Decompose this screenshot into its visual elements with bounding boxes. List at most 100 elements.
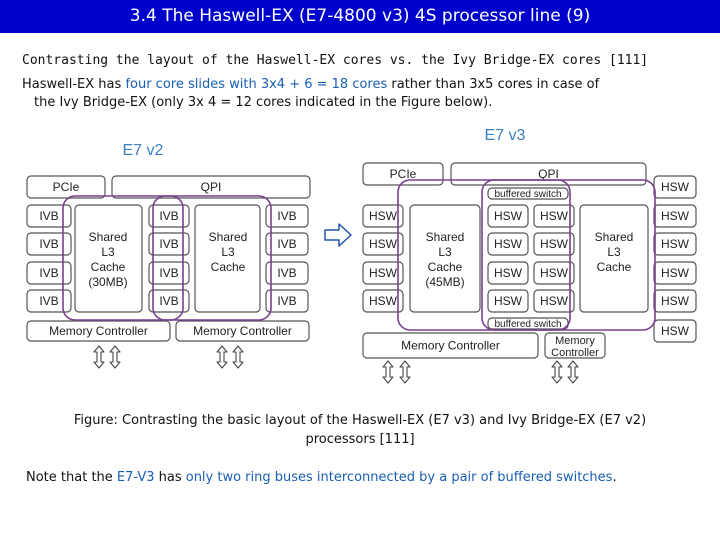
- caption-line: processors [111]: [305, 432, 415, 447]
- left-l3-cache-box: [74, 204, 143, 313]
- left-l3-label: Cache: [211, 260, 246, 274]
- left-ivb-core-label: IVB: [39, 294, 58, 308]
- right-hsw-core: [487, 289, 529, 313]
- right-l3-cache-box: [409, 204, 481, 313]
- right-memctrl-label: Memory: [555, 335, 595, 347]
- left-memory-arrow-icon: [216, 345, 228, 369]
- right-hsw-core-label: HSW: [369, 209, 398, 223]
- right-l3-label: Cache: [597, 260, 632, 274]
- right-hsw-core-label: HSW: [494, 209, 523, 223]
- left-ivb-core-label: IVB: [159, 294, 178, 308]
- left-ivb-core: [148, 261, 190, 285]
- e7v3-title: E7 v3: [485, 127, 526, 144]
- right-l3-cache-box-2: [579, 204, 649, 313]
- left-ivb-core: [148, 232, 190, 256]
- left-memory-controller: [26, 320, 171, 342]
- left-qpi-box-label: QPI: [201, 180, 222, 194]
- left-ivb-core: [265, 261, 309, 285]
- left-ivb-core: [265, 232, 309, 256]
- slide-title: 3.4 The Haswell-EX (E7-4800 v3) 4S proce…: [0, 0, 720, 33]
- right-hsw-core: [653, 261, 697, 285]
- right-pcie-box-label: PCIe: [390, 167, 417, 181]
- left-memory-controller-label: Memory Controller: [49, 324, 148, 338]
- left-l3-label: Shared: [89, 230, 128, 244]
- left-pcie-box-label: PCIe: [53, 180, 80, 194]
- left-ivb-core-label: IVB: [277, 209, 296, 223]
- left-l3-label: Shared: [209, 230, 248, 244]
- left-ivb-core: [26, 232, 72, 256]
- right-qpi-box-label: QPI: [538, 167, 559, 181]
- left-ivb-core-label: IVB: [39, 209, 58, 223]
- right-hsw-core-label: HSW: [540, 266, 569, 280]
- note-paragraph: Note that the E7-V3 has only two ring bu…: [26, 470, 617, 485]
- desc-part: the Ivy Bridge-EX (only 3x 4 = 12 cores …: [34, 95, 493, 110]
- right-l3-label: L3: [438, 245, 452, 259]
- right-hsw-core-label: HSW: [369, 294, 398, 308]
- left-ivb-core: [265, 289, 309, 313]
- right-hsw-core-label: HSW: [494, 237, 523, 251]
- right-hsw-core: [533, 289, 575, 313]
- left-ivb-core: [148, 289, 190, 313]
- left-ivb-core-label: IVB: [277, 266, 296, 280]
- desc-highlight: four core slides with 3x4 + 6 = 18 cores: [125, 77, 388, 92]
- right-ring-bus: [397, 179, 571, 331]
- right-hsw-core-label: HSW: [369, 266, 398, 280]
- right-l3-label: Shared: [426, 230, 465, 244]
- right-l3-label: Cache: [428, 260, 463, 274]
- right-hsw-core: [487, 261, 529, 285]
- left-memory-arrow-icon: [109, 345, 121, 369]
- right-hsw-core-label: HSW: [494, 266, 523, 280]
- note-part: has: [154, 470, 186, 485]
- right-l3-label: Shared: [595, 230, 634, 244]
- right-hsw-core-label: HSW: [540, 237, 569, 251]
- right-hsw-core-label: HSW: [661, 266, 690, 280]
- desc-part: rather than 3x5 cores in case of: [387, 77, 600, 92]
- left-ivb-core-label: IVB: [277, 294, 296, 308]
- description-paragraph: Haswell-EX has four core slides with 3x4…: [22, 76, 702, 112]
- right-hsw-core-label: HSW: [661, 209, 690, 223]
- note-highlight: E7-V3: [116, 470, 155, 485]
- left-qpi-box: [111, 175, 311, 199]
- left-ivb-core-label: IVB: [159, 209, 178, 223]
- right-hsw-core: [533, 261, 575, 285]
- left-l3-cache-box-2: [194, 204, 261, 313]
- right-memory-arrow-icon: [382, 360, 394, 384]
- right-hsw-core: [362, 232, 404, 256]
- right-hsw-core-label: HSW: [369, 237, 398, 251]
- note-part: Note that the: [26, 470, 117, 485]
- caption-line: Figure: Contrasting the basic layout of …: [73, 413, 647, 428]
- left-ivb-core: [26, 261, 72, 285]
- right-hsw-core: [487, 232, 529, 256]
- right-hsw-core-label: HSW: [661, 180, 690, 194]
- right-hsw-core: [362, 204, 404, 228]
- right-hsw-core-label: HSW: [540, 294, 569, 308]
- right-hsw-core: [533, 232, 575, 256]
- right-memory-arrow-icon: [399, 360, 411, 384]
- right-hsw-core: [533, 204, 575, 228]
- note-highlight: only two ring buses interconnected by a …: [185, 470, 613, 485]
- right-hsw-core-label: HSW: [494, 294, 523, 308]
- left-ivb-core: [26, 289, 72, 313]
- right-memctrl-label: Controller: [551, 347, 599, 359]
- left-memory-arrow-icon: [93, 345, 105, 369]
- right-hsw-core: [653, 319, 697, 343]
- left-ring-bus: [152, 195, 272, 321]
- right-hsw-core-label: HSW: [540, 209, 569, 223]
- left-l3-size-label: (30MB): [88, 275, 127, 289]
- right-hsw-core: [653, 232, 697, 256]
- desc-part: Haswell-EX has: [22, 77, 126, 92]
- left-ivb-core: [148, 204, 190, 228]
- left-l3-label: L3: [101, 245, 115, 259]
- right-hsw-core-label: HSW: [661, 324, 690, 338]
- right-memory-arrow-icon: [551, 360, 563, 384]
- buffered-switch-top: [487, 187, 569, 200]
- left-ivb-core-label: IVB: [159, 237, 178, 251]
- left-ivb-core: [26, 204, 72, 228]
- right-memory-arrow-icon: [567, 360, 579, 384]
- right-hsw-core: [362, 289, 404, 313]
- buffered-switch-label: buffered switch: [494, 319, 561, 330]
- right-hsw-core-label: HSW: [661, 294, 690, 308]
- right-hsw-core: [653, 204, 697, 228]
- left-memory-controller-label: Memory Controller: [193, 324, 292, 338]
